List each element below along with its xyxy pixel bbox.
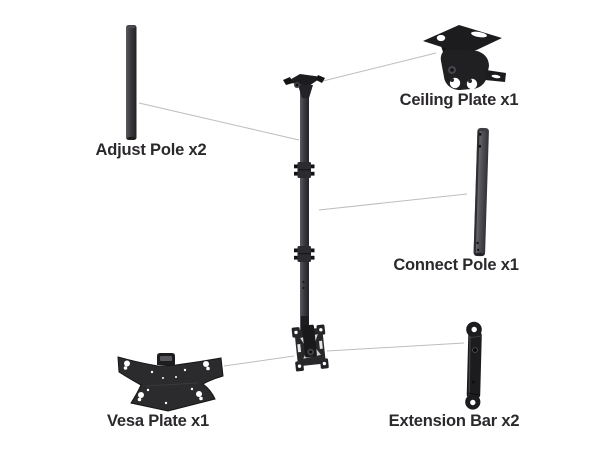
callout-lines	[138, 52, 468, 367]
assembled-mount-figure	[283, 74, 329, 372]
extension-bar-label: Extension Bar x2	[388, 412, 520, 430]
callout-line-connect-pole	[318, 193, 468, 211]
mount-lower-collar	[294, 246, 315, 262]
callout-line-ceiling-plate	[322, 52, 437, 82]
ceiling-plate-label: Ceiling Plate x1	[399, 91, 519, 109]
vesa-plate-figure	[117, 353, 224, 412]
connect-pole-figure	[473, 127, 489, 257]
mount-main-pole	[300, 82, 309, 330]
mount-top-bracket	[283, 74, 325, 98]
adjust-pole-label: Adjust Pole x2	[95, 141, 207, 159]
connect-pole-label: Connect Pole x1	[393, 256, 519, 274]
mount-vesa-head	[291, 316, 329, 372]
vesa-plate-label: Vesa Plate x1	[107, 412, 209, 430]
callout-line-extension-bar	[326, 342, 465, 352]
ceiling-plate-figure	[423, 25, 506, 90]
adjust-pole-figure	[126, 25, 137, 140]
callout-line-vesa-plate	[223, 355, 295, 367]
mount-upper-collar	[294, 162, 315, 178]
extension-bar-figure	[465, 321, 482, 410]
callout-line-adjust-pole	[138, 102, 300, 141]
